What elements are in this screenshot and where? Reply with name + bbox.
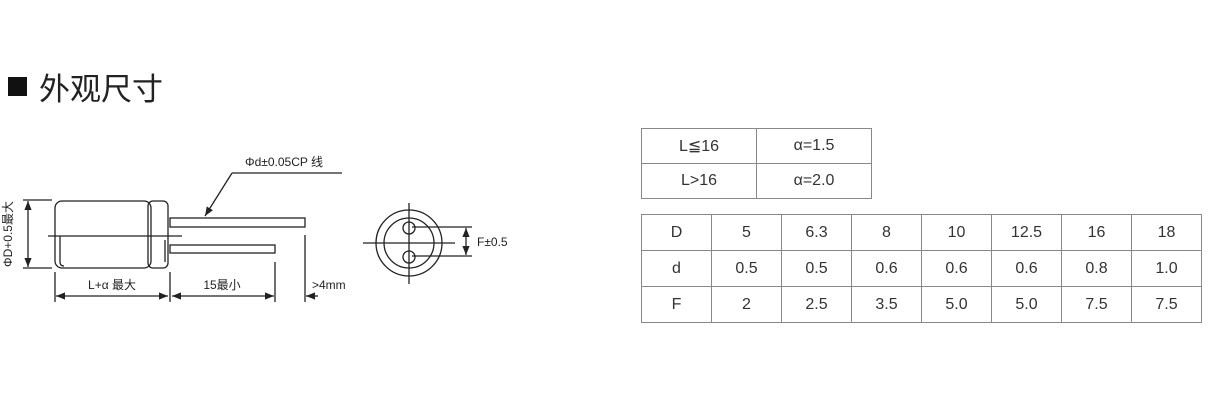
table-cell: 2.5 bbox=[781, 286, 852, 323]
leads bbox=[169, 217, 306, 254]
diameter-dimension: ΦD+0.5最大 bbox=[1, 199, 52, 269]
table-cell: 1.0 bbox=[1131, 250, 1202, 287]
table-cell: α=2.0 bbox=[756, 163, 872, 199]
table-cell: 12.5 bbox=[991, 214, 1062, 251]
offset-label: >4mm bbox=[312, 278, 346, 292]
capacitor-body bbox=[54, 200, 169, 269]
table-cell: 2 bbox=[711, 286, 782, 323]
table-cell: α=1.5 bbox=[756, 128, 872, 164]
table-cell: F bbox=[641, 286, 712, 323]
table-cell: 0.6 bbox=[851, 250, 922, 287]
table-cell: 0.8 bbox=[1061, 250, 1132, 287]
table-cell: 5.0 bbox=[991, 286, 1062, 323]
table-cell: 0.6 bbox=[921, 250, 992, 287]
table-cell: 5 bbox=[711, 214, 782, 251]
section-title: 外观尺寸 bbox=[8, 64, 163, 109]
table-cell: L>16 bbox=[641, 163, 757, 199]
table-cell: 7.5 bbox=[1061, 286, 1132, 323]
table-cell: 18 bbox=[1131, 214, 1202, 251]
table-cell: 3.5 bbox=[851, 286, 922, 323]
table-cell: D bbox=[641, 214, 712, 251]
square-bullet-icon bbox=[8, 77, 27, 96]
lead-callout: Φd±0.05CP 线 bbox=[204, 155, 342, 217]
table-cell: 0.5 bbox=[781, 250, 852, 287]
table-cell: 0.6 bbox=[991, 250, 1062, 287]
length-label: L+α 最大 bbox=[88, 278, 136, 292]
title-text: 外观尺寸 bbox=[39, 72, 163, 108]
table-cell: 5.0 bbox=[921, 286, 992, 323]
table-cell: 0.5 bbox=[711, 250, 782, 287]
table-cell: 16 bbox=[1061, 214, 1132, 251]
table-cell: 7.5 bbox=[1131, 286, 1202, 323]
pitch-label: F±0.5 bbox=[477, 235, 508, 249]
length-dimensions: L+α 最大 15最小 >4mm bbox=[54, 235, 346, 302]
end-view: F±0.5 bbox=[363, 203, 508, 284]
table-cell: d bbox=[641, 250, 712, 287]
lead-length-label: 15最小 bbox=[203, 278, 240, 292]
table-cell: 8 bbox=[851, 214, 922, 251]
lead-label: Φd±0.05CP 线 bbox=[245, 155, 323, 169]
diameter-label: ΦD+0.5最大 bbox=[1, 201, 15, 267]
table-cell: L≦16 bbox=[641, 128, 757, 164]
table-cell: 6.3 bbox=[781, 214, 852, 251]
table-cell: 10 bbox=[921, 214, 992, 251]
